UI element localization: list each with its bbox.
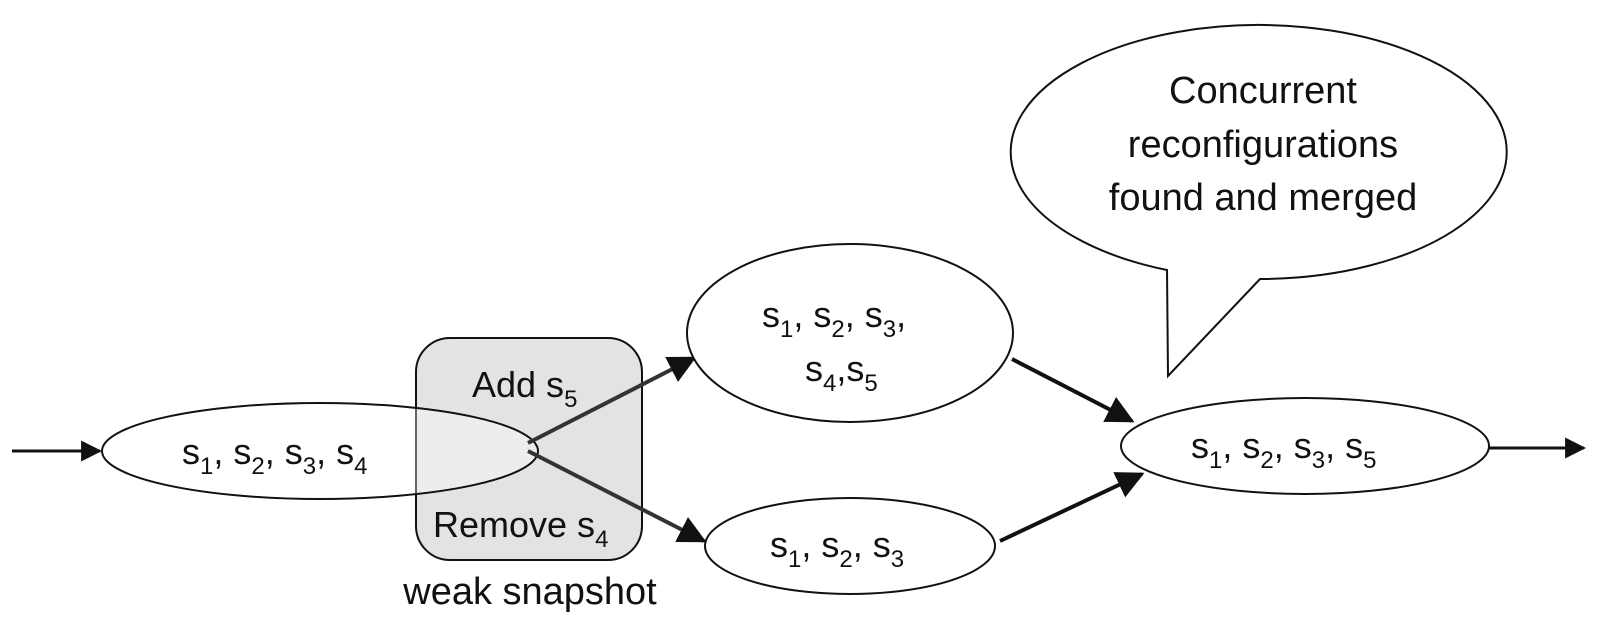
callout-line-3: found and merged <box>1109 177 1417 219</box>
upper-configuration-label-line2: s4,s5 <box>805 348 878 397</box>
callout-line-1: Concurrent <box>1169 70 1357 112</box>
initial-configuration-label: s1, s2, s3, s4 <box>182 431 367 480</box>
callout-line-2: reconfigurations <box>1128 124 1398 166</box>
merged-configuration-label: s1, s2, s3, s5 <box>1191 425 1376 474</box>
lower-configuration-node <box>704 497 996 595</box>
merge-arrow-from-lower <box>999 472 1145 543</box>
merged-configuration-node <box>1120 397 1490 495</box>
callout-bubble <box>1009 24 1508 379</box>
weak-snapshot-caption: weak snapshot <box>402 571 657 613</box>
branch-arrow-upper <box>527 356 697 445</box>
upper-configuration-node <box>686 243 1014 423</box>
lower-configuration-label: s1, s2, s3 <box>770 524 904 573</box>
initial-configuration-node <box>101 402 539 500</box>
branch-arrow-lower <box>527 449 707 543</box>
weak-snapshot-box <box>415 337 643 561</box>
upper-configuration-label-line1: s1, s2, s3, <box>762 294 906 343</box>
merge-arrow-from-upper <box>1011 357 1135 423</box>
remove-s4-label: Remove s4 <box>433 504 608 553</box>
add-s5-label: Add s5 <box>472 364 577 413</box>
